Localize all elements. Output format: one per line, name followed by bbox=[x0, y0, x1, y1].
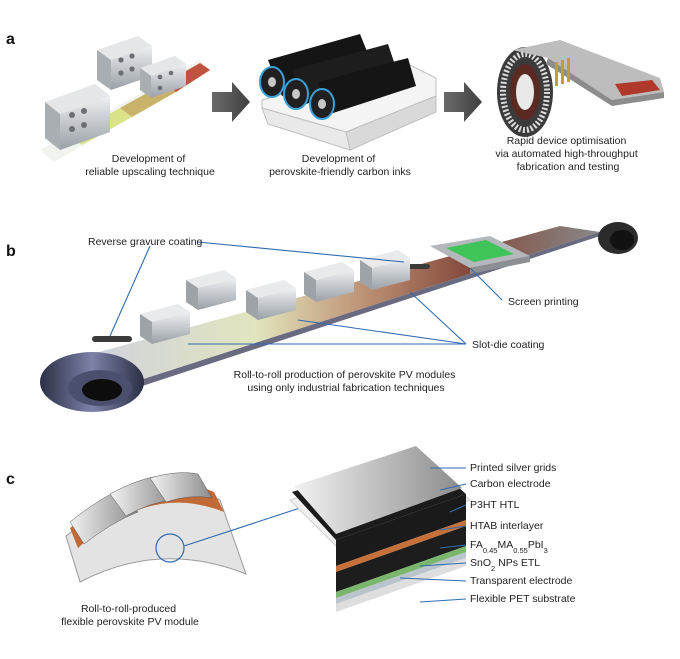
leader-layer-4 bbox=[439, 525, 467, 531]
panel-b-letter: b bbox=[6, 243, 16, 260]
leader-layer-8 bbox=[419, 598, 467, 603]
rewind-roll bbox=[598, 222, 638, 254]
label-reverse-gravure: Reverse gravure coating bbox=[88, 236, 203, 248]
layer-label-7: Transparent electrode bbox=[470, 575, 572, 587]
layer-label-3: P3HT HTL bbox=[470, 499, 520, 511]
zoom-leader bbox=[183, 507, 301, 547]
gravure-roller-1 bbox=[92, 336, 132, 342]
layer-label-4: HTAB interlayer bbox=[470, 520, 544, 532]
panel-b: b bbox=[6, 222, 638, 412]
layer-label-2: Carbon electrode bbox=[470, 478, 551, 490]
caption-device-optimisation: Rapid device optimisation via automated … bbox=[495, 135, 640, 173]
panel-a-letter: a bbox=[6, 31, 15, 48]
layer-label-8: Flexible PET substrate bbox=[470, 593, 576, 605]
layer-label-1: Printed silver grids bbox=[470, 462, 556, 474]
leader-layer-3 bbox=[449, 504, 467, 513]
leader-slot-die-3 bbox=[409, 291, 467, 345]
leader-reverse-gravure-1 bbox=[109, 245, 151, 337]
leader-layer-5 bbox=[439, 544, 467, 549]
leader-reverse-gravure-2 bbox=[197, 241, 405, 263]
leader-layer-7 bbox=[399, 577, 467, 582]
panel-c: c Roll-to-roll-produced flexible perovsk… bbox=[6, 446, 576, 628]
caption-upscaling: Development of reliable upscaling techni… bbox=[85, 153, 215, 178]
panel-c-letter: c bbox=[6, 471, 15, 488]
caption-carbon-inks: Development of perovskite-friendly carbo… bbox=[269, 153, 411, 178]
device-optimisation-illustration bbox=[497, 40, 664, 137]
leader-screen-printing bbox=[469, 267, 503, 301]
unwind-roll bbox=[40, 352, 144, 412]
panel-a: a Development of bbox=[6, 31, 664, 178]
layer-label-6: SnO2 NPs ETL bbox=[470, 557, 540, 573]
process-arrow-2 bbox=[444, 82, 482, 122]
screen-printer bbox=[430, 236, 530, 274]
layer-label-5: FA0.45MA0.55PbI3 bbox=[470, 539, 548, 555]
pv-module bbox=[65, 472, 301, 583]
label-screen-printing: Screen printing bbox=[508, 296, 579, 308]
label-slot-die: Slot-die coating bbox=[472, 339, 545, 351]
caption-module: Roll-to-roll-produced flexible perovskit… bbox=[61, 603, 199, 628]
caption-roll-to-roll: Roll-to-roll production of perovskite PV… bbox=[234, 369, 459, 394]
leader-slot-die-2 bbox=[297, 319, 467, 345]
leader-layer-2 bbox=[439, 483, 467, 491]
leader-layer-6 bbox=[419, 562, 467, 567]
process-arrow-1 bbox=[212, 82, 250, 122]
slot-die-heads bbox=[140, 250, 410, 344]
carbon-ink-illustration bbox=[259, 34, 437, 151]
upscaling-illustration bbox=[40, 36, 212, 162]
